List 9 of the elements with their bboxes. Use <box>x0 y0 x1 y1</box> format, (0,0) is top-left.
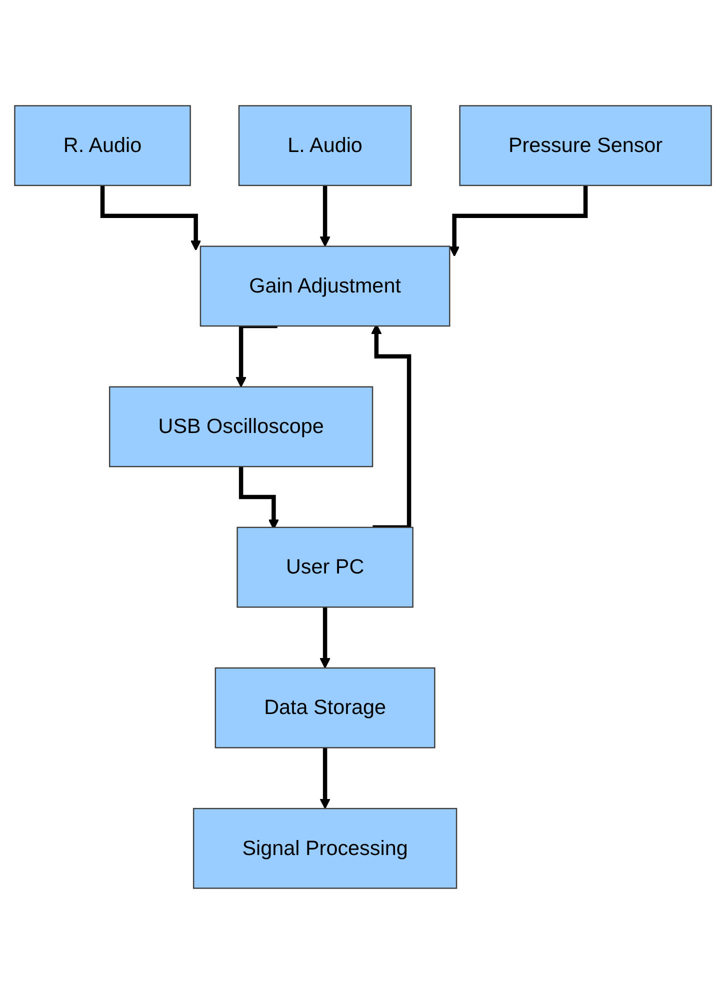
node-box <box>200 245 450 326</box>
node-box <box>459 104 712 186</box>
node-box <box>192 807 458 888</box>
node-box <box>14 104 191 186</box>
node-box <box>236 526 414 608</box>
node-box <box>214 666 436 748</box>
node-box <box>238 104 412 186</box>
flowchart-diagram: R. Audio L. Audio Pressure Sensor Gain Adjustment USB Oscilloscope User PC Data Storage Signal Processing <box>5 96 721 898</box>
node-box <box>108 386 374 467</box>
